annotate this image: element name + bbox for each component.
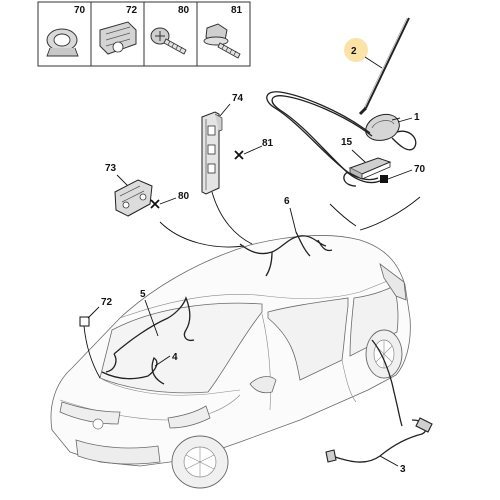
callout-74: 74 (232, 93, 244, 104)
antenna-amplifier (343, 157, 392, 187)
brand-logo-icon (92, 418, 104, 430)
callout-72: 72 (101, 297, 113, 308)
detail-leader-arcs (159, 191, 421, 248)
front-wheel (171, 435, 229, 489)
callout-4: 4 (172, 352, 178, 363)
callout-81: 81 (262, 138, 274, 149)
grommet-72-marker (79, 316, 90, 327)
callout-15: 15 (341, 137, 353, 148)
self-tapping-screw-icon (150, 27, 187, 55)
legend-item-80: 80 (150, 5, 190, 55)
callout-5: 5 (140, 289, 146, 300)
cable-grommet-icon (99, 21, 137, 55)
bolt-81-marker (234, 150, 244, 160)
antenna-cable (266, 91, 417, 184)
screw-80-marker (150, 199, 160, 209)
callout-6: 6 (284, 196, 290, 207)
callout-2: 2 (351, 46, 357, 57)
legend-number-80: 80 (178, 5, 190, 16)
callout-1: 1 (414, 112, 420, 123)
mounting-bracket-assembly: 73 80 (105, 163, 190, 217)
legend-item-81: 81 (203, 5, 243, 59)
callout-80: 80 (178, 191, 190, 202)
highlight-marker (344, 38, 368, 62)
wiring-harness: 6 5 4 72 3 (79, 196, 433, 475)
callout-3: 3 (400, 464, 406, 475)
flange-bolt-icon (203, 23, 241, 59)
clip-70-marker (380, 175, 388, 183)
connector-bracket (201, 111, 223, 195)
legend-number-70: 70 (74, 5, 86, 16)
legend-item-72: 72 (99, 5, 138, 55)
connector-bracket-assembly: 74 81 (201, 93, 274, 195)
antenna-base (365, 113, 401, 141)
legend-number-72: 72 (126, 5, 138, 16)
car-body (50, 235, 411, 489)
antenna-assembly: 2 1 15 (266, 17, 426, 187)
antenna-mast (358, 17, 410, 116)
rear-wheel (365, 329, 403, 379)
callout-70-top: 70 (414, 164, 426, 175)
legend-number-81: 81 (231, 5, 243, 16)
mounting-bracket (114, 179, 153, 217)
legend-table: 70 72 80 81 (37, 1, 251, 67)
callout-73: 73 (105, 163, 117, 174)
cable-clip-icon (46, 28, 79, 57)
legend-item-70: 70 (46, 5, 86, 57)
